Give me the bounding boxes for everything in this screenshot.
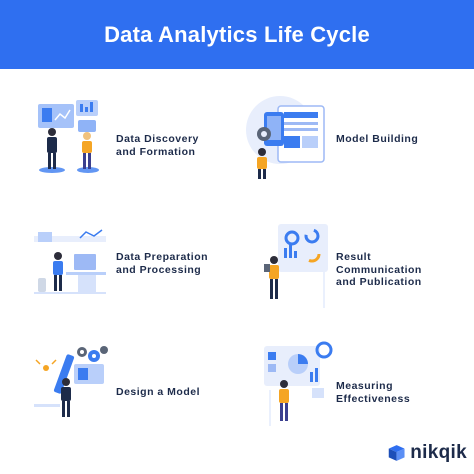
step-label: Model Building [336,133,419,145]
step-label: Result Communication and Publication [336,251,422,288]
step-data-preparation: Data Preparation and Processing [0,218,237,328]
person-building-app-illustration [240,90,340,190]
person-with-pencil-gears-illustration [20,340,120,440]
step-label: Data Preparation and Processing [116,251,209,276]
step-label: Measuring Effectiveness [336,380,411,405]
page-title: Data Analytics Life Cycle [104,21,370,47]
step-model-building: Model Building [220,90,457,200]
person-with-charts-illustration [240,340,340,440]
title-banner: Data Analytics Life Cycle [0,0,474,69]
cube-logo-icon [388,445,405,461]
step-design-model: Design a Model [0,340,237,450]
step-label: Design a Model [116,386,201,398]
step-data-discovery: Data Discovery and Formation [0,90,237,200]
logo-text: nikqik [410,442,467,463]
person-at-desk-illustration [20,218,120,318]
step-label: Data Discovery and Formation [116,133,199,158]
people-analyzing-dashboard-illustration [20,90,120,190]
nikqik-logo: nikqik [387,441,467,465]
step-measuring-effectiveness: Measuring Effectiveness [220,340,457,450]
step-result-communication: Result Communication and Publication [220,218,457,328]
person-presenting-charts-illustration [240,218,340,318]
